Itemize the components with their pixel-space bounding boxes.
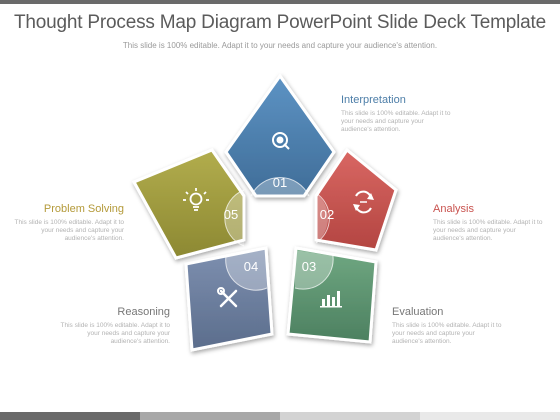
- evaluation-description: This slide is 100% editable. Adapt it to…: [392, 322, 502, 345]
- lightbulb-icon: [183, 188, 209, 211]
- tools-icon: [217, 287, 238, 308]
- slide-subtitle: This slide is 100% editable. Adapt it to…: [122, 41, 438, 50]
- evaluation-heading: Evaluation: [392, 306, 444, 318]
- step-05-tile: [131, 148, 246, 260]
- interpretation-heading: Interpretation: [341, 94, 406, 106]
- problem-solving-heading: Problem Solving: [43, 203, 124, 215]
- analysis-description: This slide is 100% editable. Adapt it to…: [433, 219, 543, 242]
- interpretation-description: This slide is 100% editable. Adapt it to…: [341, 110, 451, 133]
- step-03-number: 03: [302, 259, 316, 274]
- step-05-number: 05: [224, 207, 238, 222]
- target-icon: [272, 132, 290, 150]
- refresh-icon: [353, 190, 374, 214]
- bar-chart-icon: [320, 291, 342, 308]
- step-04-number: 04: [244, 259, 258, 274]
- problem-solving-description: This slide is 100% editable. Adapt it to…: [14, 219, 124, 242]
- analysis-heading: Analysis: [433, 203, 474, 215]
- step-01-tile: [224, 73, 336, 198]
- step-02-number: 02: [320, 207, 334, 222]
- slide-title: Thought Process Map Diagram PowerPoint S…: [14, 12, 546, 33]
- reasoning-heading: Reasoning: [117, 306, 170, 318]
- step-02-tile: [314, 147, 398, 252]
- step-01-number: 01: [273, 175, 287, 190]
- bottom-bar: [0, 412, 560, 420]
- top-bar: [0, 0, 560, 4]
- step-03-tile: [286, 246, 378, 344]
- reasoning-description: This slide is 100% editable. Adapt it to…: [60, 322, 170, 345]
